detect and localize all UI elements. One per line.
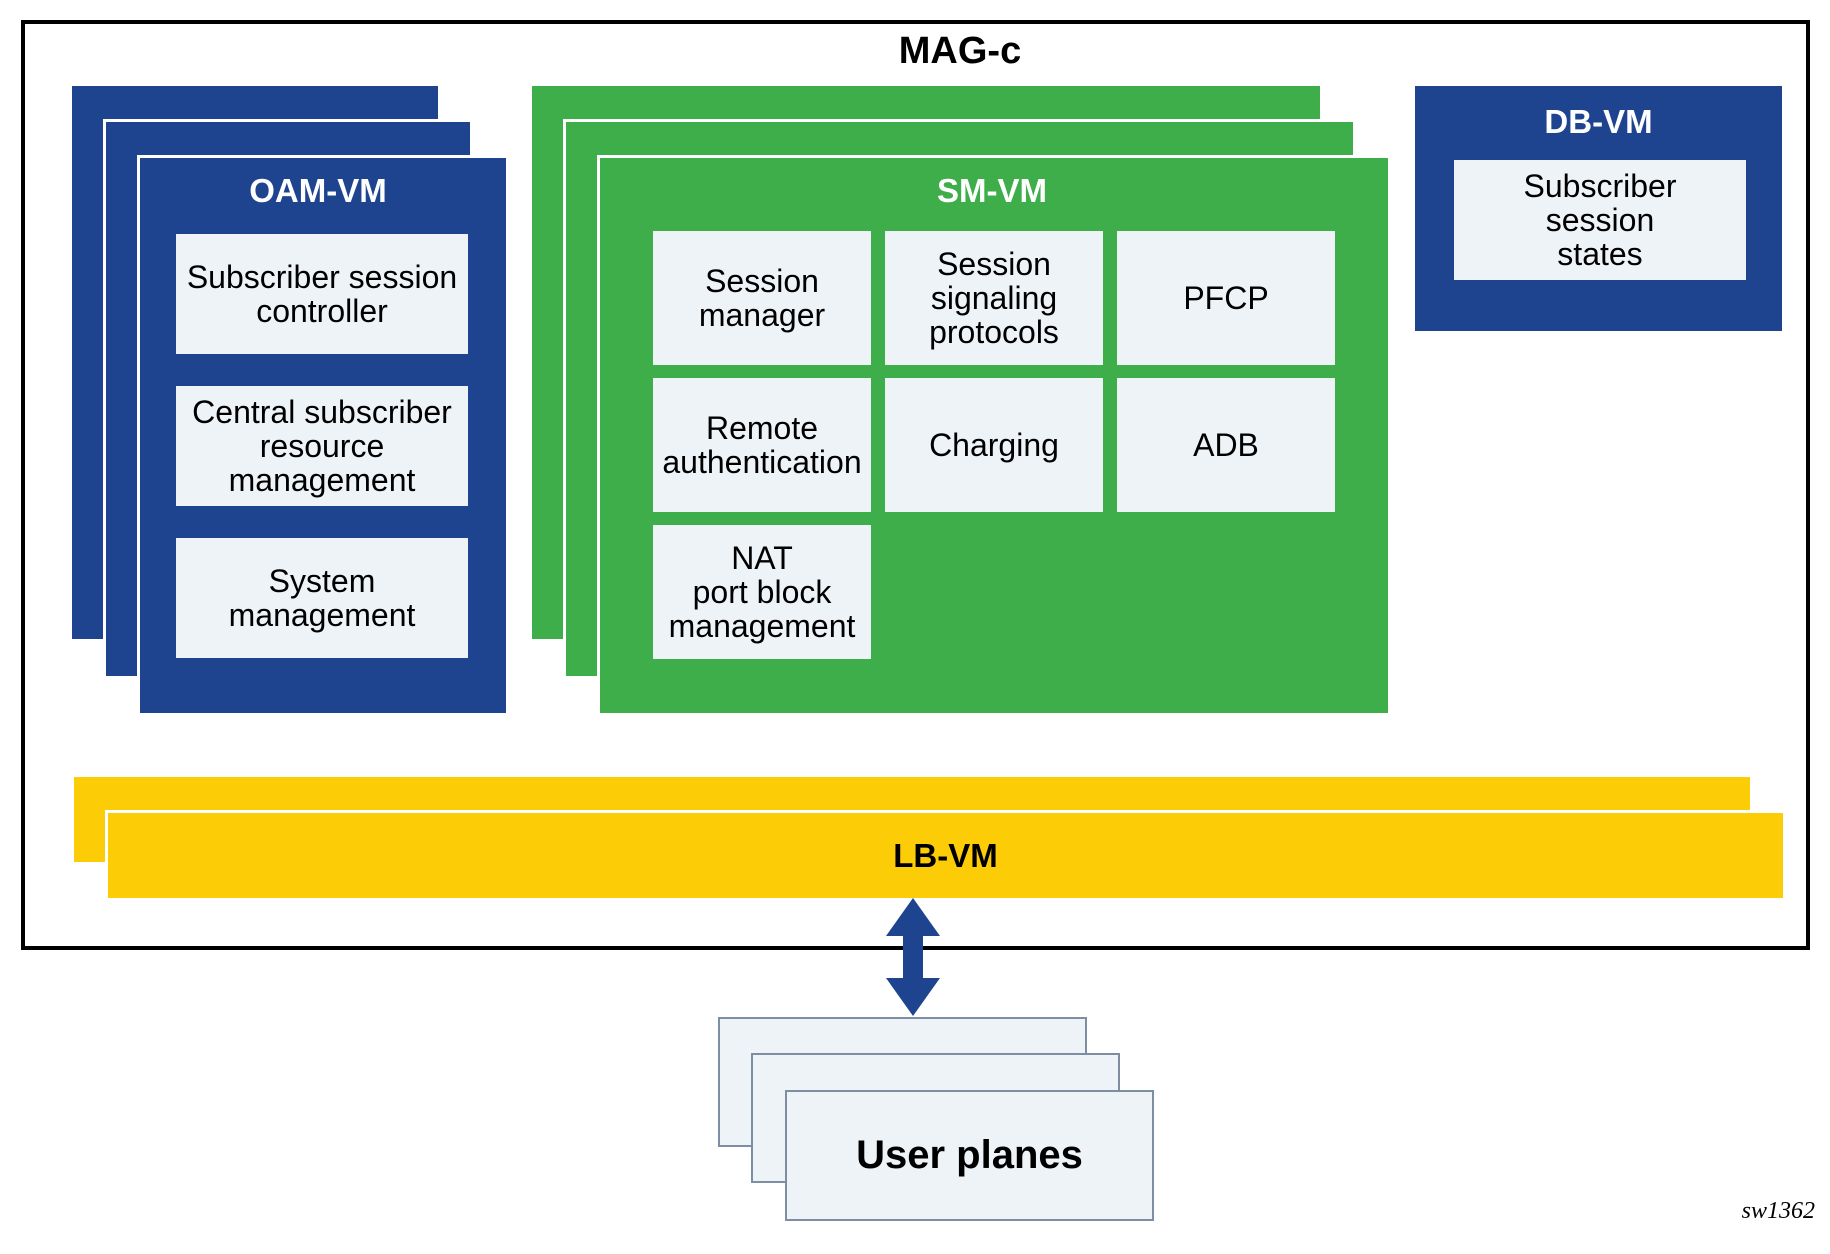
db-module-subscriber-session-states: Subscriber session states: [1454, 160, 1746, 280]
sm-module-nat-port-block-management: NAT port block management: [653, 525, 871, 659]
sm-module-pfcp: PFCP: [1117, 231, 1335, 365]
sm-module-adb: ADB: [1117, 378, 1335, 512]
double-arrow-icon: [886, 898, 940, 1016]
oam-module-system-management: System management: [176, 538, 468, 658]
lb-vm-bar: LB-VM: [105, 810, 1786, 901]
oam-vm-label: OAM-VM: [249, 172, 387, 209]
figure-id: sw1362: [1741, 1198, 1815, 1224]
oam-module-subscriber-session-controller: Subscriber session controller: [176, 234, 468, 354]
sm-module-session-signaling-protocols: Session signaling protocols: [885, 231, 1103, 365]
sm-vm-label: SM-VM: [937, 172, 1047, 209]
sm-module-charging: Charging: [885, 378, 1103, 512]
diagram-title: MAG-c: [898, 30, 1022, 72]
oam-module-central-subscriber-resource-management: Central subscriber resource management: [176, 386, 468, 506]
sm-module-session-manager: Session manager: [653, 231, 871, 365]
user-planes-label: User planes: [856, 1133, 1083, 1177]
lb-vm-label: LB-VM: [893, 836, 998, 874]
user-planes-box: User planes: [785, 1090, 1154, 1221]
db-vm-label: DB-VM: [1544, 103, 1653, 140]
sm-module-remote-authentication: Remote authentication: [653, 378, 871, 512]
